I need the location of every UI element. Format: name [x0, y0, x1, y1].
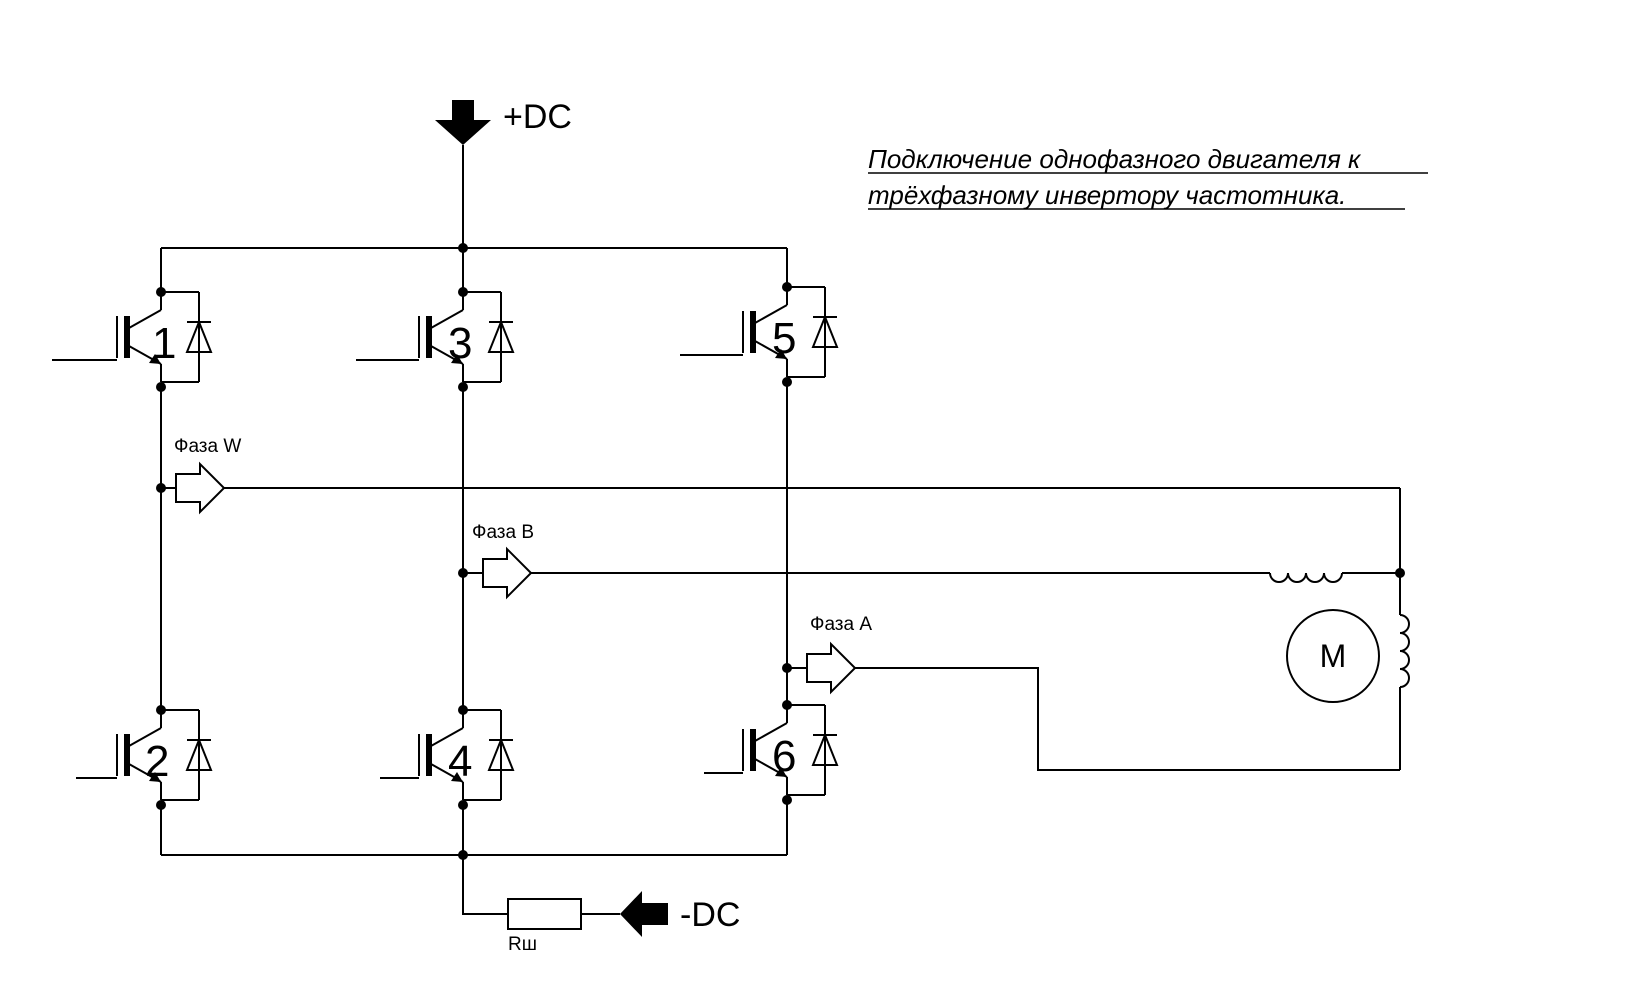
shunt-label: Rш: [508, 934, 537, 955]
transistor-number-1: 1: [152, 319, 176, 368]
phase-a-label: Фаза A: [810, 614, 872, 635]
main-winding-coil: [1269, 572, 1343, 583]
positive-dc-terminal: +DC: [435, 98, 572, 145]
junction-dots: [156, 243, 1405, 860]
igbt-3: 3: [356, 292, 513, 382]
phase-b-arrow-icon: [482, 548, 532, 598]
motor-label: M: [1320, 638, 1347, 674]
diagram-title-line-2: трёхфазному инвертору частотника.: [868, 180, 1346, 210]
positive-dc-label: +DC: [503, 98, 572, 136]
igbt-2: 2: [76, 710, 211, 800]
transistor-number-2: 2: [145, 737, 169, 786]
phase-w-arrow-icon: [175, 463, 225, 513]
igbt-5: 5: [680, 287, 837, 377]
transistor-number-4: 4: [448, 737, 472, 786]
diagram-title-line-1: Подключение однофазного двигателя к: [868, 144, 1362, 174]
phase-b-output: Фаза B: [463, 522, 534, 598]
motor: M: [1286, 609, 1380, 703]
positive-dc-arrow-icon: [435, 100, 491, 145]
negative-dc-label: -DC: [680, 896, 740, 934]
igbt-1: 1: [52, 292, 211, 382]
transistor-number-6: 6: [772, 732, 796, 781]
phase-w-label: Фаза W: [174, 436, 241, 457]
transistor-number-3: 3: [448, 319, 472, 368]
shunt-resistor: [507, 898, 582, 930]
phase-b-label: Фаза B: [472, 522, 534, 543]
negative-dc-lead: [462, 855, 508, 915]
phase-a-arrow-icon: [806, 643, 856, 693]
phase-a-output: Фаза A: [787, 614, 872, 693]
phase-w-output: Фаза W: [161, 436, 241, 513]
igbt-6: 6: [704, 705, 837, 795]
igbt-4: 4: [380, 710, 513, 800]
transistor-number-5: 5: [772, 314, 796, 363]
phase-a-wire: [855, 667, 1400, 771]
auxiliary-winding-coil: [1399, 614, 1410, 688]
negative-dc-arrow-icon: [620, 891, 668, 937]
motor-circle-icon: [1286, 609, 1380, 703]
